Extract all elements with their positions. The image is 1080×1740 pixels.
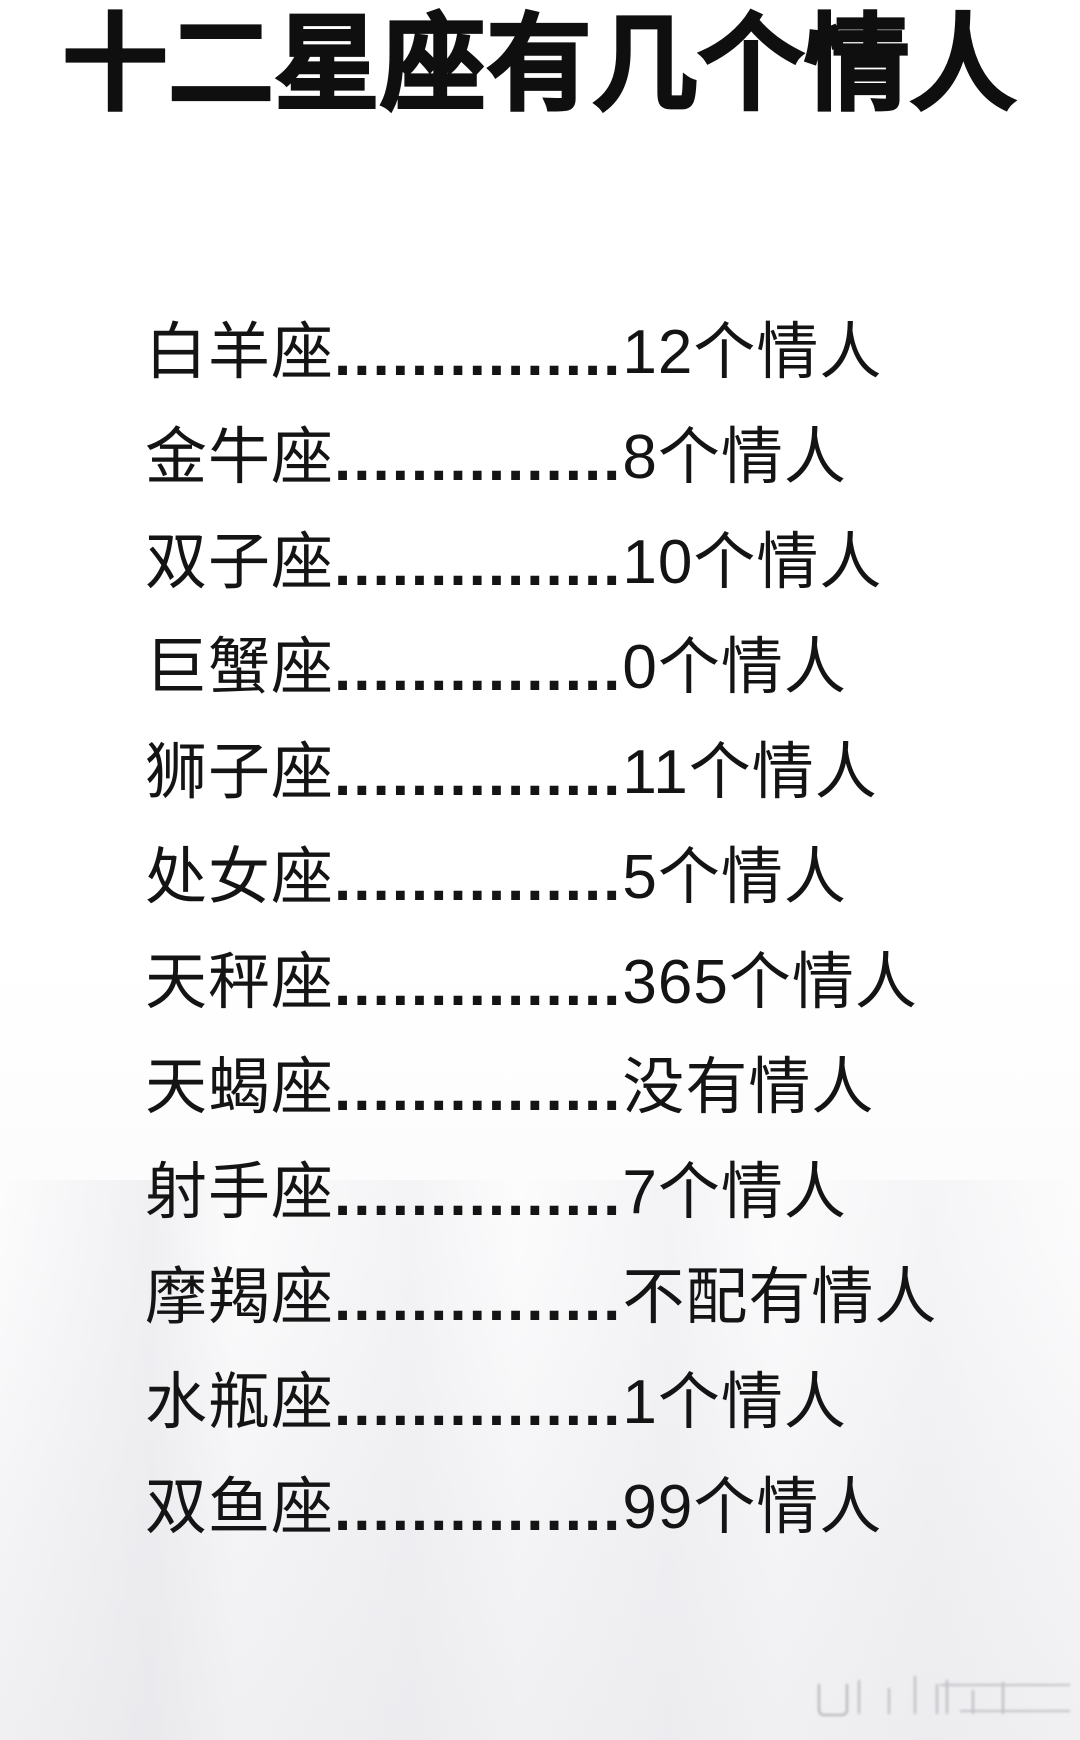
zodiac-sign-label: 双子座 bbox=[145, 527, 335, 597]
watermark-stroke bbox=[972, 1690, 974, 1714]
zodiac-sign-label: 双鱼座 bbox=[145, 1472, 335, 1542]
watermark-rule bbox=[940, 1684, 1070, 1686]
dot-leader: ............... bbox=[334, 634, 623, 704]
lover-count-value: 0个情人 bbox=[622, 632, 847, 702]
dot-leader: ............... bbox=[334, 529, 623, 599]
list-item: 双子座 ............... 10个情人 bbox=[0, 510, 1080, 615]
watermark-glyph bbox=[818, 1684, 848, 1716]
list-item: 狮子座 ............... 11个情人 bbox=[0, 720, 1080, 825]
list-item: 双鱼座 ............... 99个情人 bbox=[0, 1455, 1080, 1560]
dot-leader: ............... bbox=[334, 319, 623, 389]
zodiac-sign-label: 射手座 bbox=[145, 1157, 335, 1227]
lover-count-value: 8个情人 bbox=[622, 422, 847, 492]
blurred-watermark bbox=[796, 1652, 1076, 1722]
watermark-stroke bbox=[946, 1680, 948, 1714]
dot-leader: ............... bbox=[334, 1159, 623, 1229]
watermark-stroke bbox=[1002, 1682, 1004, 1714]
list-item: 水瓶座 ............... 1个情人 bbox=[0, 1350, 1080, 1455]
dot-leader: ............... bbox=[334, 1054, 623, 1124]
zodiac-sign-label: 处女座 bbox=[145, 842, 335, 912]
list-item: 巨蟹座 ............... 0个情人 bbox=[0, 615, 1080, 720]
zodiac-sign-label: 天蝎座 bbox=[145, 1052, 335, 1122]
watermark-rule bbox=[960, 1710, 1070, 1712]
lover-count-value: 365个情人 bbox=[622, 947, 918, 1017]
lover-count-value: 10个情人 bbox=[622, 527, 883, 597]
list-item: 天秤座 ............... 365个情人 bbox=[0, 930, 1080, 1035]
lover-count-value: 11个情人 bbox=[622, 737, 878, 807]
lover-count-value: 99个情人 bbox=[622, 1472, 883, 1542]
zodiac-sign-label: 水瓶座 bbox=[145, 1367, 335, 1437]
zodiac-sign-label: 巨蟹座 bbox=[145, 632, 335, 702]
watermark-stroke bbox=[936, 1684, 938, 1714]
lover-count-value: 12个情人 bbox=[622, 317, 883, 387]
zodiac-sign-label: 摩羯座 bbox=[145, 1262, 335, 1332]
dot-leader: ............... bbox=[334, 1264, 623, 1334]
dot-leader: ............... bbox=[334, 1369, 623, 1439]
lover-count-value: 1个情人 bbox=[622, 1367, 847, 1437]
list-item: 天蝎座 ............... 没有情人 bbox=[0, 1035, 1080, 1140]
dot-leader: ............... bbox=[334, 844, 623, 914]
dot-leader: ............... bbox=[334, 739, 623, 809]
zodiac-sign-label: 金牛座 bbox=[145, 422, 335, 492]
list-item: 处女座 ............... 5个情人 bbox=[0, 825, 1080, 930]
page-title: 十二星座有几个情人 bbox=[61, 6, 1017, 125]
zodiac-sign-label: 白羊座 bbox=[145, 317, 335, 387]
lover-count-value: 没有情人 bbox=[622, 1052, 875, 1122]
watermark-stroke bbox=[888, 1688, 890, 1714]
dot-leader: ............... bbox=[334, 949, 623, 1019]
watermark-stroke bbox=[858, 1680, 860, 1714]
zodiac-list: 白羊座 ............... 12个情人 金牛座 ..........… bbox=[0, 300, 1080, 1560]
lover-count-value: 不配有情人 bbox=[622, 1262, 938, 1332]
lover-count-value: 5个情人 bbox=[622, 842, 847, 912]
watermark-stroke bbox=[914, 1676, 916, 1714]
list-item: 摩羯座 ............... 不配有情人 bbox=[0, 1245, 1080, 1350]
dot-leader: ............... bbox=[334, 424, 623, 494]
dot-leader: ............... bbox=[334, 1474, 623, 1544]
list-item: 白羊座 ............... 12个情人 bbox=[0, 300, 1080, 405]
zodiac-sign-label: 狮子座 bbox=[145, 737, 335, 807]
list-item: 射手座 ............... 7个情人 bbox=[0, 1140, 1080, 1245]
list-item: 金牛座 ............... 8个情人 bbox=[0, 405, 1080, 510]
zodiac-sign-label: 天秤座 bbox=[145, 947, 335, 1017]
lover-count-value: 7个情人 bbox=[622, 1157, 847, 1227]
